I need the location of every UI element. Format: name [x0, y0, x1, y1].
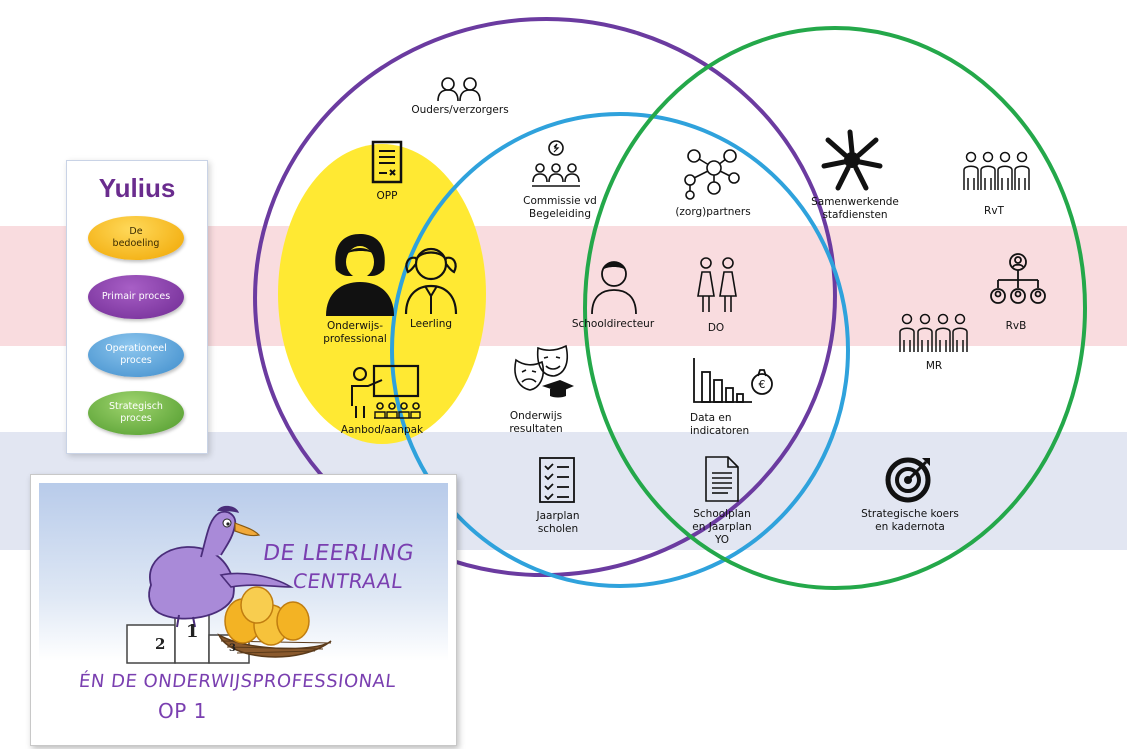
document-icon [371, 140, 403, 184]
do-label: DO [707, 322, 725, 334]
samenwerkende-label: Samenwerkende stafdiensten [811, 196, 899, 221]
classroom-teaching-icon [351, 364, 421, 419]
slogan-line-1: DE LEERLING [261, 541, 416, 566]
mr-council-icon [899, 313, 968, 352]
jaarplan-scholen-label: Jaarplan scholen [536, 510, 580, 535]
strategisch-proces-circle [583, 26, 1087, 590]
data-chart-icon: € [693, 358, 773, 403]
operationeel-proces-circle [390, 112, 850, 588]
schooldirecteur-label: Schooldirecteur [571, 318, 655, 330]
primair-proces-circle [253, 16, 837, 578]
rvt-label: RvT [984, 205, 1004, 217]
leerling-label: Leerling [409, 318, 453, 330]
committee-idea-icon [532, 140, 580, 187]
commissie-label: Commissie vd Begeleiding [523, 195, 597, 220]
podium-3: 3 [229, 643, 236, 654]
data-label: Data en indicatoren [690, 412, 750, 437]
illustration-card: 2 1 3 DE LEERLING CENTRAAL ÉN DE ONDERWI… [30, 474, 457, 746]
legend-pill-bedoeling: De bedoeling [88, 216, 184, 260]
do-people-icon [697, 257, 737, 312]
svg-text:€: € [759, 378, 766, 391]
bird-on-podium-illustration [126, 505, 332, 664]
teacher-woman-icon [326, 234, 394, 316]
opp-label: OPP [376, 190, 398, 202]
document-plan-icon [705, 456, 739, 502]
theater-masks-icon [514, 344, 574, 398]
zorgpartners-label: (zorg)partners [675, 206, 751, 218]
target-icon [885, 457, 931, 503]
legend-card: Yulius De bedoeling Primair proces Opera… [66, 160, 208, 454]
onderwijsresultaten-label: Onderwijs resultaten [509, 410, 563, 435]
legend-title: Yulius [98, 173, 176, 203]
legend-pill-primair: Primair proces [88, 275, 184, 319]
school-director-icon [591, 261, 637, 315]
teamwork-hands-icon [821, 129, 883, 191]
slogan-line-3: ÉN DE ONDERWIJSPROFESSIONAL [77, 671, 397, 692]
student-girl-icon [404, 247, 458, 315]
podium-1: 1 [186, 621, 199, 642]
ouders-label: Ouders/verzorgers [411, 104, 509, 116]
checklist-icon [539, 457, 575, 503]
mr-label: MR [925, 360, 943, 372]
network-partners-icon [684, 149, 740, 200]
supervisory-board-icon [963, 151, 1030, 190]
slogan-line-4: OP 1 [158, 699, 207, 723]
legend-pill-operationeel: Operationeel proces [88, 333, 184, 377]
parents-icon [437, 77, 481, 102]
executive-board-icon [990, 253, 1046, 304]
rvb-label: RvB [1005, 320, 1027, 332]
strategische-koers-label: Strategische koers en kadernota [861, 508, 959, 533]
slogan-line-2: CENTRAAL [291, 569, 405, 593]
aanbod-label: Aanbod/aanpak [340, 424, 424, 436]
schoolplan-label: Schoolplan en Jaarplan YO [692, 508, 752, 546]
onderwijsprofessional-label: Onderwijs- professional [323, 320, 387, 345]
podium-2: 2 [155, 635, 166, 653]
legend-pill-strategisch: Strategisch proces [88, 391, 184, 435]
